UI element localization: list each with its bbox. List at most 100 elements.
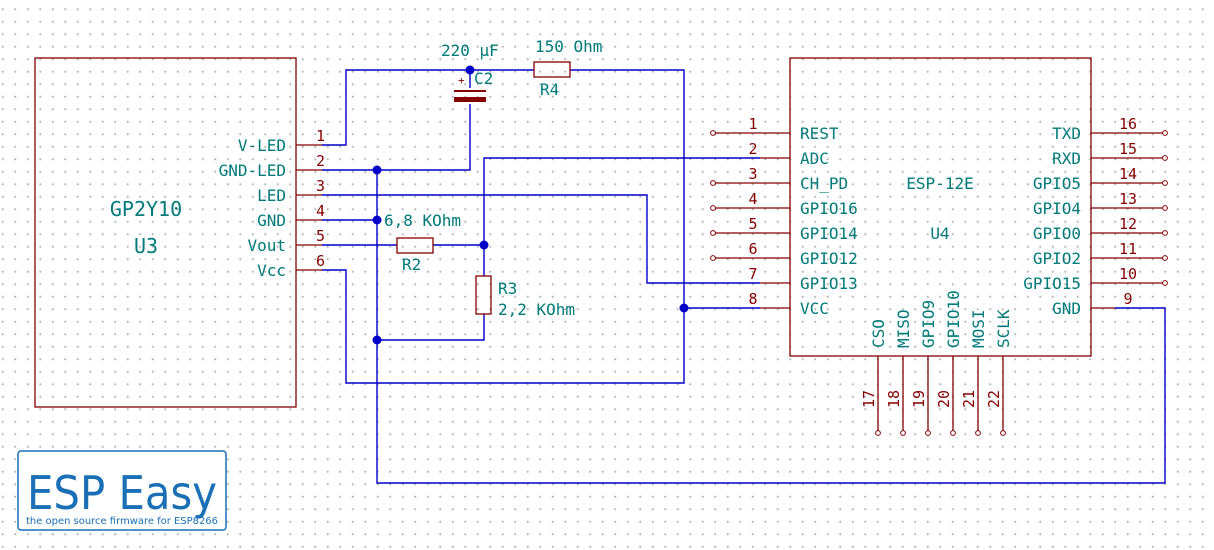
- u4-right-pin-name: GPIO2: [1033, 249, 1081, 268]
- junction-dot: [679, 303, 689, 313]
- u4-left-pin-name: ADC: [800, 149, 829, 168]
- junction-dot: [372, 335, 382, 345]
- esp-easy-logo: ESP Easy the open source firmware for ES…: [17, 450, 227, 531]
- wire-gnd-rail: [376, 170, 1166, 484]
- c2-polarity: +: [458, 74, 465, 87]
- u3-pin-name: GND-LED: [219, 161, 286, 180]
- u4-bottom-pins: [875, 356, 1006, 436]
- junction-dot: [372, 215, 382, 225]
- r3-value: 2,2 KOhm: [498, 300, 575, 319]
- c2-value: 220 µF: [441, 41, 499, 60]
- wire-adc: [483, 157, 760, 245]
- u4-left-pin-name: REST: [800, 124, 839, 143]
- junctions: [372, 65, 689, 345]
- r2-ref: R2: [402, 255, 421, 274]
- u3-pin-name: V-LED: [238, 136, 286, 155]
- u4-right-pin-name: GPIO4: [1033, 199, 1081, 218]
- u4-right-pin-name: GPIO5: [1033, 174, 1081, 193]
- u3-pin-number: 1: [316, 127, 325, 145]
- u3-pin-number: 2: [316, 152, 325, 170]
- u4-bottom-pin-name: CSO: [869, 319, 888, 348]
- u3-pin-number: 3: [316, 177, 325, 195]
- r3-body: [475, 275, 492, 315]
- u4-left-pin-number: 5: [748, 215, 757, 233]
- u4-right-pin-name: GPIO0: [1033, 224, 1081, 243]
- u4-right-pin-number: 9: [1123, 290, 1132, 308]
- logo-frame: [17, 450, 227, 531]
- junction-dot: [372, 165, 382, 175]
- u4-bottom-pin-number: 20: [935, 390, 953, 408]
- u3-pin-number: 6: [316, 252, 325, 270]
- r2-body: [396, 237, 434, 254]
- r4-ref: R4: [540, 80, 559, 99]
- wires: [322, 69, 1166, 484]
- u4-esp12e: ESP-12E U4 REST ADC CH_PD GPIO16 GPIO14 …: [710, 57, 1168, 436]
- u4-left-pin-number: 8: [748, 290, 757, 308]
- logo-title: ESP Easy: [27, 466, 217, 520]
- u4-bottom-pin-name: GPIO10: [944, 290, 963, 348]
- u4-bottom-pin-name: GPIO9: [919, 300, 938, 348]
- u4-name: ESP-12E: [906, 174, 973, 193]
- u4-left-pin-number: 7: [748, 265, 757, 283]
- u3-gp2y10: GP2Y10 U3 V-LED GND-LED LED GND Vout Vcc…: [34, 57, 325, 408]
- u3-name: GP2Y10: [110, 197, 182, 221]
- c2-plate: [454, 97, 486, 102]
- u4-right-pin-number: 13: [1119, 190, 1137, 208]
- u3-pin-number: 5: [316, 227, 325, 245]
- r4-value: 150 Ohm: [535, 37, 602, 56]
- u4-right-pin-name: TXD: [1052, 124, 1081, 143]
- u4-bottom-pin-name: MISO: [894, 309, 913, 348]
- u4-left-pin-number: 4: [748, 190, 757, 208]
- wire-c2-gnd: [377, 104, 471, 171]
- u4-bottom-pin-name: MOSI: [969, 309, 988, 348]
- logo-subtitle: the open source firmware for ESP8266: [26, 516, 218, 527]
- u3-body: [34, 57, 297, 408]
- r3-ref: R3: [498, 279, 517, 298]
- u3-pin-name: LED: [257, 186, 286, 205]
- wire-r4-vcc: [322, 69, 685, 384]
- u4-bottom-pin-number: 22: [985, 390, 1003, 408]
- wire-led: [322, 194, 760, 284]
- c2-ref: C2: [474, 69, 493, 88]
- u4-left-pin-name: GPIO14: [800, 224, 858, 243]
- wire-vled: [322, 69, 534, 146]
- u3-pin-name: Vcc: [257, 261, 286, 280]
- u3-pin-name: GND: [257, 211, 286, 230]
- u4-left-pin-name: GPIO16: [800, 199, 858, 218]
- u3-pin-name: Vout: [247, 236, 286, 255]
- u4-right-pin-number: 14: [1119, 165, 1137, 183]
- u4-left-pin-number: 2: [748, 140, 757, 158]
- u3-pins: [296, 144, 322, 271]
- r2-resistor: 6,8 KOhm R2: [384, 211, 461, 274]
- u4-bottom-pin-number: 18: [885, 390, 903, 408]
- u4-right-pin-name: GPIO15: [1023, 274, 1081, 293]
- u4-bottom-pin-number: 19: [910, 390, 928, 408]
- u4-right-pin-name: RXD: [1052, 149, 1081, 168]
- u4-left-pin-name: CH_PD: [800, 174, 848, 193]
- u4-right-pins: [1091, 130, 1168, 309]
- u4-left-pin-name: GPIO13: [800, 274, 858, 293]
- u4-right-pin-number: 16: [1119, 115, 1137, 133]
- u4-ref: U4: [930, 224, 949, 243]
- u4-right-pin-number: 12: [1119, 215, 1137, 233]
- junction-dot: [479, 240, 489, 250]
- r3-resistor: R3 2,2 KOhm: [475, 275, 575, 319]
- u4-body: [789, 57, 1092, 357]
- u4-bottom-pin-name: SCLK: [994, 309, 1013, 348]
- r2-value: 6,8 KOhm: [384, 211, 461, 230]
- u4-left-pins: [710, 130, 790, 309]
- u4-left-pin-number: 3: [748, 165, 757, 183]
- u4-right-pin-number: 15: [1119, 140, 1137, 158]
- u4-left-pin-number: 1: [748, 115, 757, 133]
- u4-right-pin-number: 11: [1119, 240, 1137, 258]
- u4-left-pin-name: VCC: [800, 299, 829, 318]
- c2-capacitor: + C2 220 µF: [441, 41, 499, 102]
- u4-left-pin-number: 6: [748, 240, 757, 258]
- u4-bottom-pin-number: 21: [960, 390, 978, 408]
- u4-right-pin-number: 10: [1119, 265, 1137, 283]
- u4-bottom-pin-number: 17: [860, 390, 878, 408]
- r4-resistor: 150 Ohm R4: [533, 37, 602, 99]
- u3-pin-number: 4: [316, 202, 325, 220]
